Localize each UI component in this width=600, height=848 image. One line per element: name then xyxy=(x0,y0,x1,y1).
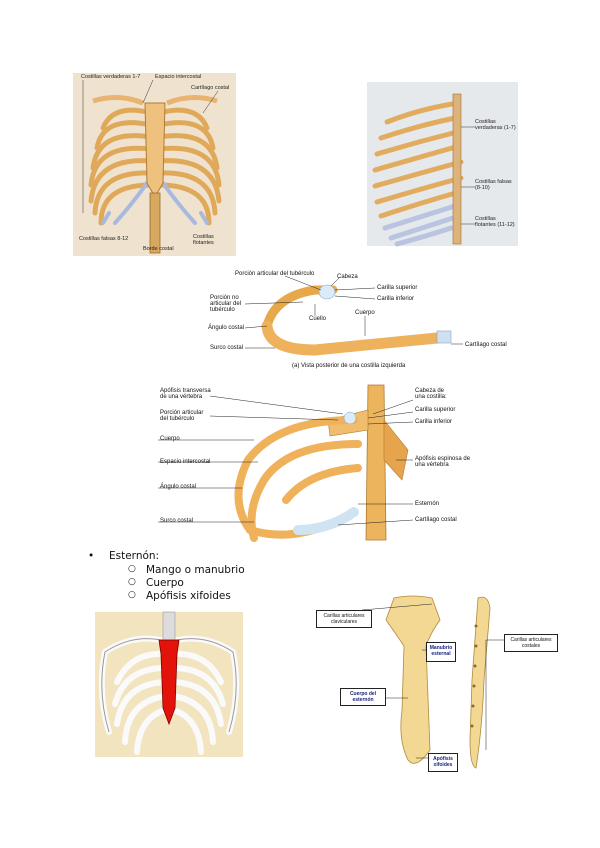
label-false-ribs-lateral: Costillas falsas (8-10) xyxy=(475,179,512,191)
callout-costal-facets-text: Carillas articulares costales xyxy=(510,637,552,649)
label-costal-cartilage-2: Cartílago costal xyxy=(415,517,457,523)
label-true-ribs-lateral: Costillas verdaderas (1-7) xyxy=(475,119,516,131)
list-bullet: • xyxy=(88,550,95,562)
callout-costal-facets: Carillas articulares costales xyxy=(504,634,558,652)
label-head: Cabeza xyxy=(337,274,358,280)
callout-xiphoid-text: Apófisis xifoides xyxy=(433,756,453,768)
callout-clavicular-facets-text: Carillas articulares claviculares xyxy=(323,613,365,625)
sternum-list: • Esternón: ○ Mango o manubrio ○ Cuerpo … xyxy=(88,551,388,603)
sub-bullet-icon: ○ xyxy=(128,577,136,587)
sub-bullet-icon: ○ xyxy=(128,590,136,600)
figure-sternum-views: Carillas articulares claviculares Manubr… xyxy=(312,590,562,772)
ribcage-lateral-illustration xyxy=(372,93,475,247)
label-rib-body: Cuerpo xyxy=(160,436,180,442)
label-costal-groove-2: Surco costal xyxy=(160,518,194,524)
callout-sternum-body-text: Cuerpo del esternón xyxy=(349,691,377,703)
list-item-xiphoid: Apófisis xifoides xyxy=(146,590,231,602)
ribcage-anterior-illustration xyxy=(82,79,222,254)
rib-vertebra-illustration xyxy=(158,384,414,542)
label-nonarticular-tubercle: Porción no articular del tubérculo xyxy=(210,295,242,313)
label-upper-facet-2: Carilla superior xyxy=(415,407,456,413)
callout-sternum-body: Cuerpo del esternón xyxy=(340,688,386,706)
list-title: Esternón: xyxy=(109,550,160,562)
label-neck: Cuello xyxy=(309,316,327,322)
label-spinous-process: Apófisis espinosa de una vértebra xyxy=(415,456,471,468)
sternum-highlight-illustration xyxy=(98,611,240,755)
label-transverse-process: Apófisis transversa de una vértebra xyxy=(160,388,211,400)
label-costal-margin: Borde costal xyxy=(143,246,174,252)
label-intercostal-space: Espacio intercostal xyxy=(155,74,202,80)
sternum-views-illustration xyxy=(361,595,504,769)
figure-rib-vertebra: Apófisis transversa de una vértebra Porc… xyxy=(158,380,480,548)
callout-manubrium-text: Manubrio esternal xyxy=(429,645,453,657)
label-upper-facet: Carilla superior xyxy=(377,285,418,291)
callout-clavicular-facets: Carillas articulares claviculares xyxy=(316,610,372,628)
label-body: Cuerpo xyxy=(355,310,375,316)
label-costal-angle: Ángulo costal xyxy=(208,325,245,331)
caption-posterior-view: (a) Vista posterior de una costilla izqu… xyxy=(292,363,406,369)
label-articular-tubercle: Porción articular del tubérculo xyxy=(235,271,315,277)
figure-ribcage-anterior: Costillas verdaderas 1-7 Espacio interco… xyxy=(73,73,236,256)
label-intercostal-space-2: Espacio intercostal xyxy=(160,459,211,465)
label-costal-groove: Surco costal xyxy=(210,345,244,351)
label-rib-head: Cabeza de una costilla: xyxy=(415,388,447,400)
callout-manubrium: Manubrio esternal xyxy=(426,642,456,662)
figure-sternum-highlight xyxy=(95,611,243,757)
label-floating-ribs: Costillas flotantes xyxy=(193,234,214,246)
callout-xiphoid: Apófisis xifoides xyxy=(428,753,458,772)
label-lower-facet: Carilla inferior xyxy=(377,296,415,302)
label-costal-angle-2: Ángulo costal xyxy=(160,484,197,490)
label-sternum: Esternón xyxy=(415,501,440,507)
figure-ribcage-lateral: Costillas verdaderas (1-7) Costillas fal… xyxy=(367,82,518,247)
label-costal-cartilage: Cartílago costal xyxy=(191,85,230,91)
label-true-ribs: Costillas verdaderas 1-7 xyxy=(81,74,141,80)
list-item-body: Cuerpo xyxy=(146,577,184,589)
sub-bullet-icon: ○ xyxy=(128,564,136,574)
figure-rib-posterior: Porción articular del tubérculo Cabeza C… xyxy=(205,268,507,372)
label-floating-ribs-lateral: Costillas flotantes (11-12) xyxy=(475,216,515,228)
rib-illustration xyxy=(244,275,463,356)
label-false-ribs: Costillas falsas 8-12 xyxy=(79,236,129,242)
list-item-manubrium: Mango o manubrio xyxy=(146,564,245,576)
label-lower-facet-2: Carilla inferior xyxy=(415,419,453,425)
label-costal-cartilage-rib: Cartílago costal xyxy=(465,342,507,348)
label-articular-tubercle-2: Porción articular del tubérculo xyxy=(160,410,204,422)
